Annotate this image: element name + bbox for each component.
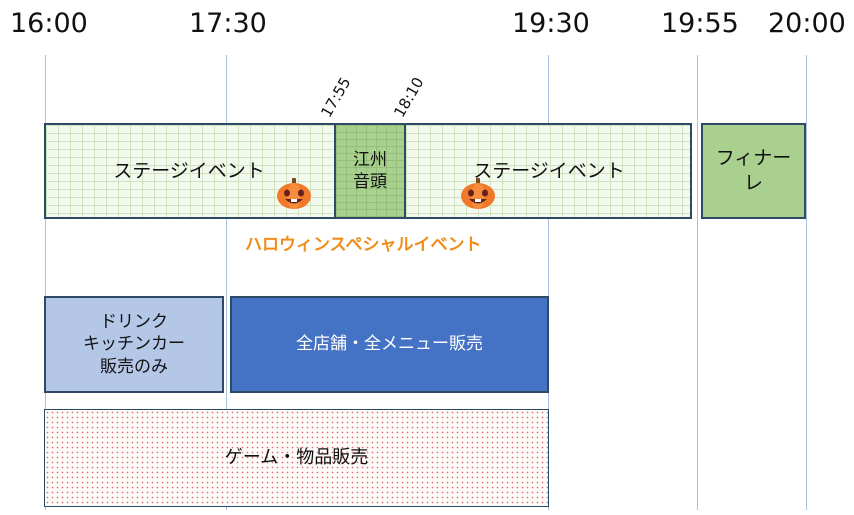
- time-label-1755: 17:55: [317, 74, 355, 121]
- finale-line1: フィナー: [715, 147, 792, 170]
- pumpkin-icon: [461, 178, 495, 209]
- goshu-ondo-line2: 音頭: [353, 172, 387, 192]
- drink-kitchencar-block: ドリンク キッチンカー 販売のみ: [44, 296, 224, 393]
- stage-event-right-label: ステージイベント: [473, 159, 625, 182]
- time-label-1730: 17:30: [189, 8, 267, 39]
- goshu-ondo-block: 江州 音頭: [334, 123, 406, 219]
- drink-line3: 販売のみ: [100, 356, 168, 377]
- halloween-special-label: ハロウィンスペシャルイベント: [245, 235, 482, 255]
- finale-block: フィナー レ: [701, 123, 806, 219]
- drink-line2: キッチンカー: [83, 334, 185, 355]
- time-label-1930: 19:30: [512, 8, 590, 39]
- time-label-1955: 19:55: [661, 8, 739, 39]
- drink-line1: ドリンク: [100, 312, 168, 333]
- time-label-1810: 18:10: [390, 74, 428, 121]
- gridline-1930: [548, 55, 549, 510]
- stage-event-left-label: ステージイベント: [113, 159, 265, 182]
- gridline-1730: [226, 55, 227, 510]
- all-shops-block: 全店舗・全メニュー販売: [230, 296, 549, 393]
- gridline-1600: [45, 55, 46, 510]
- games-goods-block: ゲーム・物品販売: [44, 409, 549, 507]
- time-label-2000: 20:00: [768, 8, 846, 39]
- gridline-2000: [806, 55, 807, 510]
- pumpkin-icon: [277, 178, 311, 209]
- goshu-ondo-line1: 江州: [353, 149, 387, 170]
- time-label-1600: 16:00: [10, 8, 88, 39]
- gridline-1955: [697, 55, 698, 510]
- finale-line2: レ: [743, 172, 763, 194]
